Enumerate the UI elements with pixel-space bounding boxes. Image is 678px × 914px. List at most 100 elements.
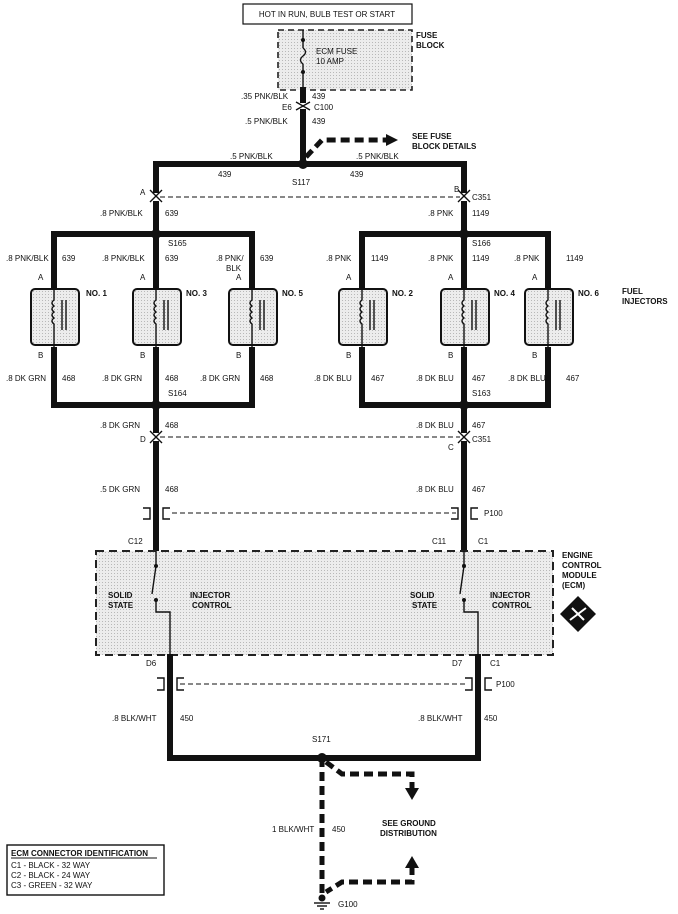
c351-bottom-left-wire: .8 DK GRN bbox=[100, 421, 140, 430]
injector-coil-icon bbox=[359, 286, 364, 350]
ecm-control-left: CONTROL bbox=[192, 601, 232, 610]
feed-conn-name: C100 bbox=[314, 103, 334, 112]
inj2-circuit-a: 1149 bbox=[371, 254, 389, 263]
p100-top-right-circuit: 467 bbox=[472, 485, 486, 494]
inj2-wire-a: .8 PNK bbox=[326, 254, 352, 263]
inj3-wire-a: .8 PNK/BLK bbox=[102, 254, 145, 263]
inj5-pin-a: A bbox=[236, 273, 242, 282]
splice-s165-label: S165 bbox=[168, 239, 187, 248]
injector-2-name: NO. 2 bbox=[392, 289, 413, 298]
p100-top-left-circuit: 468 bbox=[165, 485, 179, 494]
inj3-pin-a: A bbox=[140, 273, 146, 282]
ecm-injector-left: INJECTOR bbox=[190, 591, 231, 600]
p100-bottom-left-circuit: 450 bbox=[180, 714, 194, 723]
inj1-pin-b: B bbox=[38, 351, 43, 360]
injector-coil-icon bbox=[153, 286, 158, 350]
ecm-solid-left: SOLID bbox=[108, 591, 133, 600]
fuse-icon bbox=[299, 47, 307, 65]
c351-top-right-circuit: 1149 bbox=[472, 209, 490, 218]
ecm-label-4: (ECM) bbox=[562, 581, 585, 590]
inj1-circuit-b: 468 bbox=[62, 374, 76, 383]
legend-row-c3: C3 - GREEN - 32 WAY bbox=[11, 881, 93, 890]
inj2-circuit-b: 467 bbox=[371, 374, 385, 383]
c351-bottom-right-circuit: 467 bbox=[472, 421, 486, 430]
injector-1: NO. 1 bbox=[30, 286, 107, 350]
injector-4: NO. 4 bbox=[440, 286, 515, 350]
ecm-control-right: CONTROL bbox=[492, 601, 532, 610]
inj6-circuit-a: 1149 bbox=[566, 254, 584, 263]
fuel-injectors-label-1: FUEL bbox=[622, 287, 643, 296]
splice-s165 bbox=[151, 229, 161, 239]
ecm-pin-d6: D6 bbox=[146, 659, 157, 668]
ecm-module: SOLID STATE INJECTOR CONTROL SOLID STATE… bbox=[95, 550, 554, 656]
inj6-wire-b: .8 DK BLU bbox=[508, 374, 546, 383]
p100-bottom-right-wire: .8 BLK/WHT bbox=[418, 714, 463, 723]
inj4-circuit-b: 467 bbox=[472, 374, 486, 383]
fuse-block-label-2: BLOCK bbox=[416, 41, 445, 50]
see-fuse-block-2: BLOCK DETAILS bbox=[412, 142, 477, 151]
splice-s117-label: S117 bbox=[292, 178, 311, 187]
inj1-wire-a: .8 PNK/BLK bbox=[6, 254, 49, 263]
inj4-pin-a: A bbox=[448, 273, 454, 282]
feed-upper-wire: .35 PNK/BLK bbox=[241, 92, 289, 101]
inj3-wire-b: .8 DK GRN bbox=[102, 374, 142, 383]
bus-left-circuit: 439 bbox=[218, 170, 232, 179]
ecm-conn-top: C1 bbox=[478, 537, 489, 546]
ecm-state-right: STATE bbox=[412, 601, 438, 610]
legend-row-c1: C1 - BLACK - 32 WAY bbox=[11, 861, 91, 870]
see-ground-distribution-1: SEE GROUND bbox=[382, 819, 436, 828]
legend-row-c2: C2 - BLACK - 24 WAY bbox=[11, 871, 91, 880]
fuse-block: FUSE BLOCK ECM FUSE 10 AMP bbox=[277, 29, 445, 91]
c351-top-right-pin: B bbox=[454, 185, 459, 194]
ecm-pin-c12: C12 bbox=[128, 537, 143, 546]
c351-top-left-circuit: 639 bbox=[165, 209, 179, 218]
injector-3: NO. 3 bbox=[132, 286, 207, 350]
arrow-up-icon bbox=[405, 856, 419, 868]
inj5-pin-b: B bbox=[236, 351, 241, 360]
power-source-label: HOT IN RUN, BULB TEST OR START bbox=[259, 10, 395, 19]
c351-top-name: C351 bbox=[472, 193, 492, 202]
fuse-rating: 10 AMP bbox=[316, 57, 344, 66]
injector-2: NO. 2 bbox=[338, 286, 413, 350]
p100-top-name: P100 bbox=[484, 509, 503, 518]
inj6-circuit-b: 467 bbox=[566, 374, 580, 383]
ecm-pin-d7: D7 bbox=[452, 659, 463, 668]
c351-bottom-name: C351 bbox=[472, 435, 492, 444]
bus-right-circuit: 439 bbox=[350, 170, 364, 179]
see-fuse-block-1: SEE FUSE bbox=[412, 132, 452, 141]
esd-warning-icon bbox=[560, 596, 596, 632]
ground-circuit: 450 bbox=[332, 825, 346, 834]
inj2-wire-b: .8 DK BLU bbox=[314, 374, 352, 383]
injector-6: NO. 6 bbox=[524, 286, 599, 350]
inj1-circuit-a: 639 bbox=[62, 254, 76, 263]
inj4-pin-b: B bbox=[448, 351, 453, 360]
c351-top-left-pin: A bbox=[140, 188, 146, 197]
inj3-circuit-b: 468 bbox=[165, 374, 179, 383]
p100-bottom-right-circuit: 450 bbox=[484, 714, 498, 723]
c351-bottom-right-wire: .8 DK BLU bbox=[416, 421, 454, 430]
fuse-block-label-1: FUSE bbox=[416, 31, 438, 40]
c351-bottom-left-circuit: 468 bbox=[165, 421, 179, 430]
inj2-pin-b: B bbox=[346, 351, 351, 360]
ground-name: G100 bbox=[338, 900, 358, 909]
splice-s163-label: S163 bbox=[472, 389, 491, 398]
injector-1-name: NO. 1 bbox=[86, 289, 107, 298]
fuse-name: ECM FUSE bbox=[316, 47, 357, 56]
inj3-circuit-a: 639 bbox=[165, 254, 179, 263]
feed-lower-circuit: 439 bbox=[312, 117, 326, 126]
bus-right-wire: .5 PNK/BLK bbox=[356, 152, 399, 161]
ecm-injector-right: INJECTOR bbox=[490, 591, 531, 600]
injector-4-name: NO. 4 bbox=[494, 289, 515, 298]
inj1-pin-a: A bbox=[38, 273, 44, 282]
injector-coil-icon bbox=[461, 286, 466, 350]
inj5-wire-a-2: BLK bbox=[226, 264, 242, 273]
inj2-pin-a: A bbox=[346, 273, 352, 282]
power-source-box: HOT IN RUN, BULB TEST OR START bbox=[242, 3, 413, 25]
injector-coil-icon bbox=[51, 286, 56, 350]
injector-coil-icon bbox=[249, 286, 254, 350]
splice-s171-label: S171 bbox=[312, 735, 331, 744]
ecm-connector-legend: ECM CONNECTOR IDENTIFICATION C1 - BLACK … bbox=[6, 844, 165, 896]
splice-s117 bbox=[298, 159, 308, 169]
inj4-wire-b: .8 DK BLU bbox=[416, 374, 454, 383]
injector-5-name: NO. 5 bbox=[282, 289, 303, 298]
